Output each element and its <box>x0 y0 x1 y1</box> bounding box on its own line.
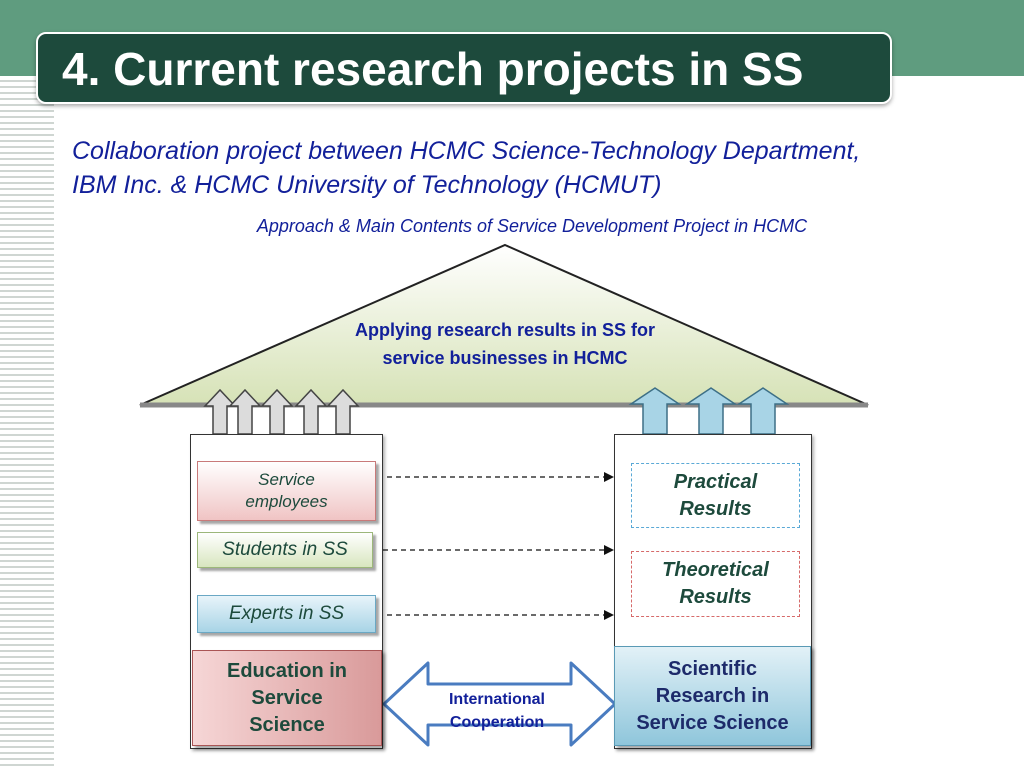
up-arrow-icon <box>736 387 790 435</box>
up-arrow-icon <box>228 388 262 435</box>
service-employees-box: Service employees <box>197 461 376 521</box>
practical-results-box: Practical Results <box>631 463 800 528</box>
decorative-stripes <box>0 76 54 768</box>
up-arrow-icon <box>326 388 360 435</box>
arrowhead-icon <box>604 472 614 482</box>
arrowhead-icon <box>604 545 614 555</box>
subtitle-line-2: IBM Inc. & HCMC University of Technology… <box>72 171 662 199</box>
subtitle-line-1: Collaboration project between HCMC Scien… <box>72 137 861 165</box>
diagram-caption: Approach & Main Contents of Service Deve… <box>256 216 808 236</box>
scientific-research-box: Scientific Research in Service Science <box>614 646 811 746</box>
title-banner <box>36 32 892 104</box>
theoretical-results-box: Theoretical Results <box>631 551 800 617</box>
slide-title: 4. Current research projects in SS <box>62 43 804 95</box>
up-arrow-icon <box>203 388 237 435</box>
education-box: Education in Service Science <box>192 650 382 746</box>
experts-box: Experts in SS <box>197 595 376 633</box>
blue-arrows <box>628 387 790 435</box>
slide-subtitle: Collaboration project between HCMC Scien… <box>72 134 1002 202</box>
dashed-connectors <box>374 476 606 616</box>
students-box: Students in SS <box>197 532 373 568</box>
gray-arrows <box>203 388 360 435</box>
international-cooperation-label: International Cooperation <box>448 691 545 731</box>
up-arrow-icon <box>684 387 738 435</box>
arrowhead-icon <box>604 610 614 620</box>
up-arrow-icon <box>294 388 328 435</box>
up-arrow-icon <box>628 387 682 435</box>
roof-label: Applying research results in SS for serv… <box>354 320 656 368</box>
up-arrow-icon <box>260 388 294 435</box>
